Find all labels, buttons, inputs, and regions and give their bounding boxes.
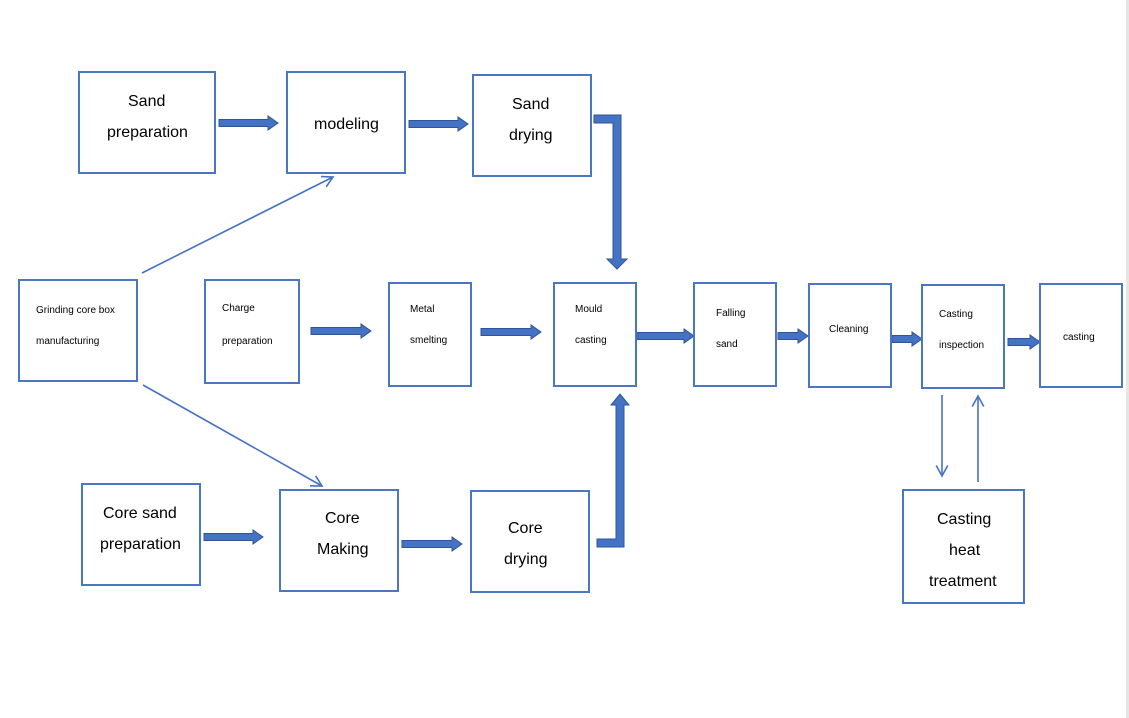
node-core-drying: Core drying [470,490,590,593]
node-label-line: Sand [128,93,166,110]
node-label-line: sand [716,339,738,350]
node-label-line: manufacturing [36,336,100,347]
node-label-line: drying [509,127,553,144]
arrow-inspection-to-casting [1007,334,1041,350]
node-label-line: inspection [939,340,985,351]
arrow-modeling-to-sand-drying [408,116,469,132]
node-label-line: casting [575,335,607,346]
node-label-line: drying [504,551,548,568]
arrow-sand-drying-to-mould [593,114,629,270]
arrow-cleaning-to-inspection [891,331,923,347]
arrow-falling-to-cleaning [777,328,809,344]
node-sand-drying: Sand drying [472,74,592,177]
arrow-mould-to-falling [636,328,695,344]
node-label-line: Core [325,510,360,527]
node-label-line: Falling [716,308,746,319]
node-label-line: Casting [939,309,973,320]
node-label-line: Charge [222,303,255,314]
arrow-core-drying-to-mould [596,393,631,548]
node-label-line: Cleaning [829,324,869,335]
arrow-sand-prep-to-modeling [218,115,279,131]
node-label-line: Making [317,541,369,558]
arrow-core-sand-to-core-making [203,529,264,545]
node-label-line: modeling [314,116,379,133]
node-label-line: smelting [410,335,448,346]
arrow-grinding-to-core-making [142,384,324,487]
arrow-grinding-to-modeling [141,175,335,274]
node-label-line: treatment [929,573,997,590]
node-modeling: modeling [286,71,406,174]
node-falling-sand: Falling sand [693,282,777,387]
node-label-line: Metal [410,304,435,315]
node-label-line: preparation [100,536,181,553]
arrow-charge-to-metal [310,323,372,339]
node-sand-preparation: Sand preparation [78,71,216,174]
arrow-heat-treatment-to-inspection [971,394,985,482]
node-label-line: Sand [512,96,550,113]
arrow-inspection-to-heat-treatment [935,395,949,478]
arrow-metal-to-mould [480,324,542,340]
node-label-line: heat [949,542,981,559]
node-mould-casting: Mould casting [553,282,637,387]
node-label-line: Core sand [103,505,177,522]
node-grinding-core-box-manufacturing: Grinding core box manufacturing [18,279,138,382]
node-label-line: Mould [575,304,603,315]
node-label-line: Core [508,520,543,537]
node-label-line: preparation [107,124,188,141]
node-core-sand-preparation: Core sand preparation [81,483,201,586]
node-casting: casting [1039,283,1123,388]
node-metal-smelting: Metal smelting [388,282,472,387]
node-charge-preparation: Charge preparation [204,279,300,384]
node-label-line: Casting [937,511,992,528]
node-casting-heat-treatment: Casting heat treatment [902,489,1025,604]
arrow-core-making-to-core-drying [401,536,463,552]
node-label-line: Grinding core box [36,305,115,316]
node-label-line: preparation [222,336,273,347]
page-edge [1126,0,1129,718]
node-cleaning: Cleaning [808,283,892,388]
node-label-line: casting [1063,332,1095,343]
node-core-making: Core Making [279,489,399,592]
node-casting-inspection: Casting inspection [921,284,1005,389]
